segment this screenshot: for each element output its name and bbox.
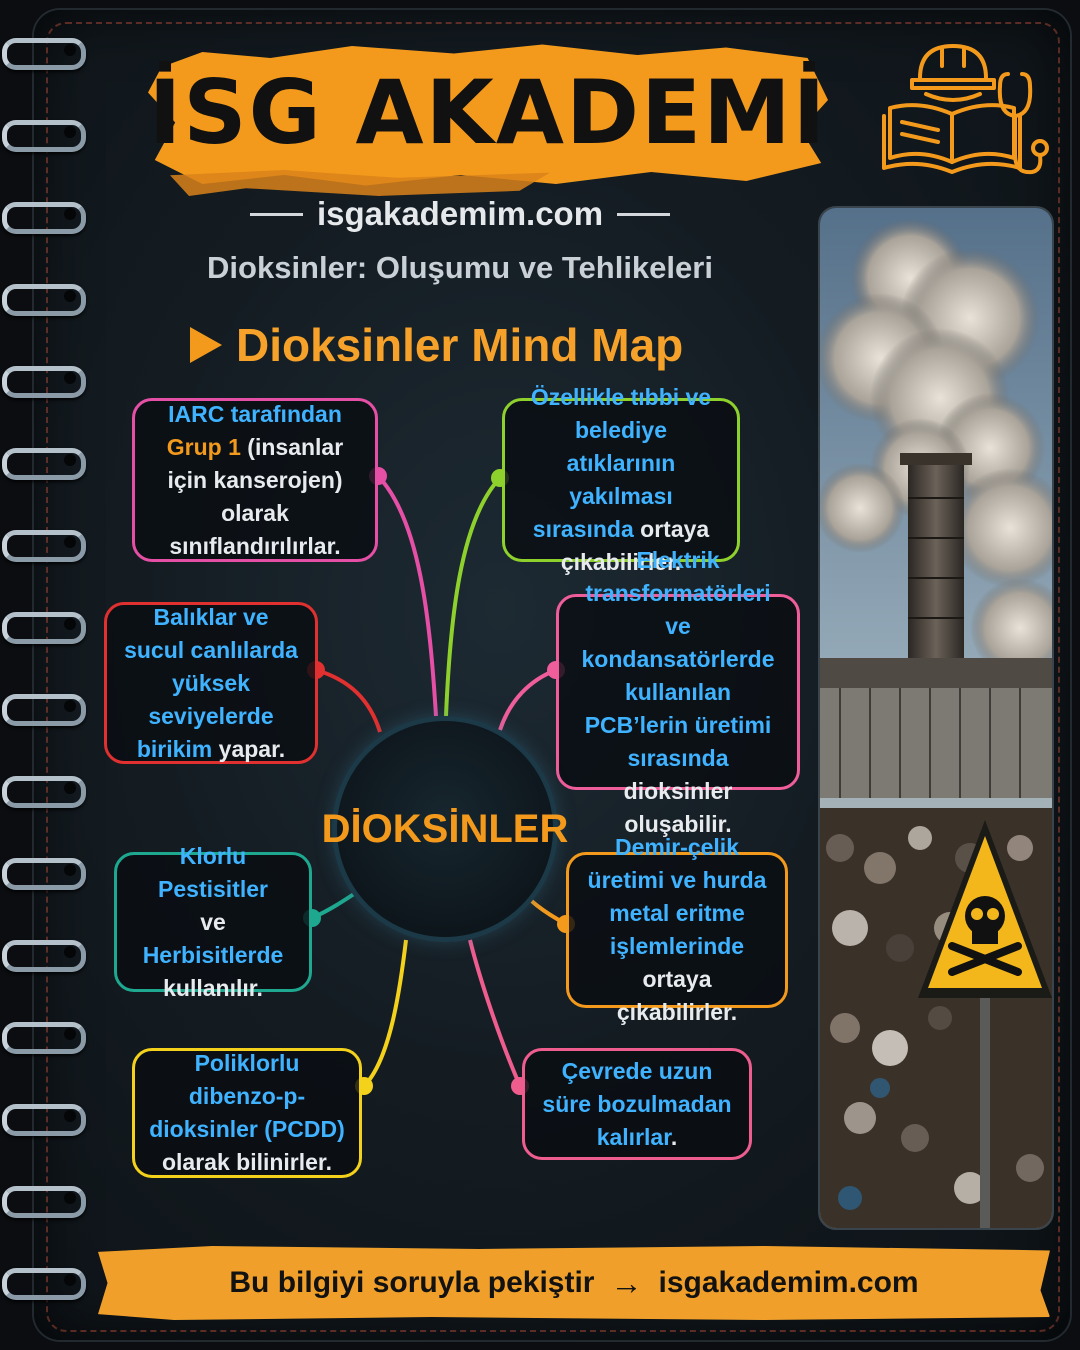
title-brush-stroke [148, 44, 828, 186]
divider [617, 212, 670, 216]
spiral-ring [2, 1186, 86, 1218]
section-title: Dioksinler Mind Map [190, 310, 710, 380]
factory-photo [818, 206, 1054, 1230]
node-env-tail: . [670, 1123, 678, 1150]
helmet-book-icon [882, 44, 1049, 175]
node-fish-text: Balıklar ve sucul canlılarda yüksek sevi… [124, 603, 298, 762]
node-steel-tail: ortaya çıkabilirler. [616, 966, 738, 1025]
spiral-ring [2, 448, 86, 480]
node-pcdd-text: Poliklorlu dibenzo-p-dioksinler (PCDD) [149, 1050, 345, 1142]
center-node: DİOKSİNLER [322, 716, 568, 942]
node-pesticide-text-2: ve [200, 908, 226, 935]
smoke-cloud [820, 218, 1052, 678]
spiral-ring [2, 366, 86, 398]
site-header: isgakademim.com [250, 192, 670, 236]
node-burning-tail: ortaya çıkabilirler. [560, 516, 710, 575]
triangle-bullet-icon [190, 327, 222, 363]
spiral-ring [2, 612, 86, 644]
footer-text: Bu bilgiyi soruyla pekiştir [229, 1266, 595, 1299]
spiral-ring [2, 38, 86, 70]
site-url[interactable]: isgakademim.com [316, 195, 604, 232]
spiral-ring [2, 694, 86, 726]
brand-title: İSG AKADEMİ [148, 61, 828, 164]
footer-banner[interactable]: Bu bilgiyi soruyla pekiştir → isgakademi… [98, 1246, 1050, 1320]
spiral-ring [2, 1022, 86, 1054]
spiral-ring [2, 776, 86, 808]
footer-link[interactable]: isgakademim.com [658, 1266, 919, 1299]
skull-warning-sign-icon [918, 820, 1052, 1228]
node-pesticide-text-4: kullanılır. [163, 974, 263, 1001]
spiral-ring [2, 940, 86, 972]
spiral-ring [2, 530, 86, 562]
node-pcdd: Poliklorlu dibenzo-p-dioksinler (PCDD) o… [132, 1048, 362, 1178]
node-iarc: IARC tarafından Grup 1 (insanlar için ka… [132, 398, 378, 562]
spiral-ring [2, 1268, 86, 1300]
node-fish-tail: yapar. [212, 735, 286, 762]
spiral-ring [2, 202, 86, 234]
arrow-right-icon: → [610, 1264, 643, 1301]
node-env-text: Çevrede uzun süre bozulmadan kalırlar [542, 1057, 732, 1150]
node-pcb-text: Elektrik transformatörleri ve kondansatö… [581, 546, 775, 771]
node-pesticide-text-1: Klorlu Pestisitler [158, 842, 268, 902]
node-steel-text: Demir-çelik üretimi ve hurda metal eritm… [587, 834, 767, 959]
spiral-ring [2, 1104, 86, 1136]
node-iarc-text-2: (insanlar için kanserojen) olarak sınıfl… [167, 433, 344, 559]
node-burning-text: Özellikle tıbbi ve belediye atıklarının … [530, 384, 712, 542]
node-pcb: Elektrik transformatörleri ve kondansatö… [556, 547, 800, 837]
spiral-ring [2, 858, 86, 890]
node-fish: Balıklar ve sucul canlılarda yüksek sevi… [104, 602, 318, 764]
spiral-ring [2, 120, 86, 152]
node-burning: Özellikle tıbbi ve belediye atıklarının … [502, 384, 740, 575]
center-label: DİOKSİNLER [321, 806, 569, 851]
divider [250, 212, 303, 216]
section-title-text: Dioksinler Mind Map [236, 319, 684, 371]
node-pesticide: Klorlu Pestisitler ve Herbisitlerde kull… [114, 843, 312, 1001]
node-steel: Demir-çelik üretimi ve hurda metal eritm… [566, 834, 788, 1025]
node-pcb-tail: dioksinler oluşabilir. [623, 777, 733, 837]
node-env: Çevrede uzun süre bozulmadan kalırlar. [522, 1048, 752, 1160]
node-pcdd-tail: olarak bilinirler. [161, 1149, 333, 1175]
spiral-ring [2, 284, 86, 316]
factory-illustration [820, 208, 1052, 1228]
node-pesticide-text-3: Herbisitlerde [142, 941, 284, 968]
node-iarc-highlight: Grup 1 [166, 433, 241, 460]
page-subtitle: Dioksinler: Oluşumu ve Tehlikeleri [207, 250, 713, 285]
node-iarc-text-1: IARC tarafından [168, 400, 342, 427]
